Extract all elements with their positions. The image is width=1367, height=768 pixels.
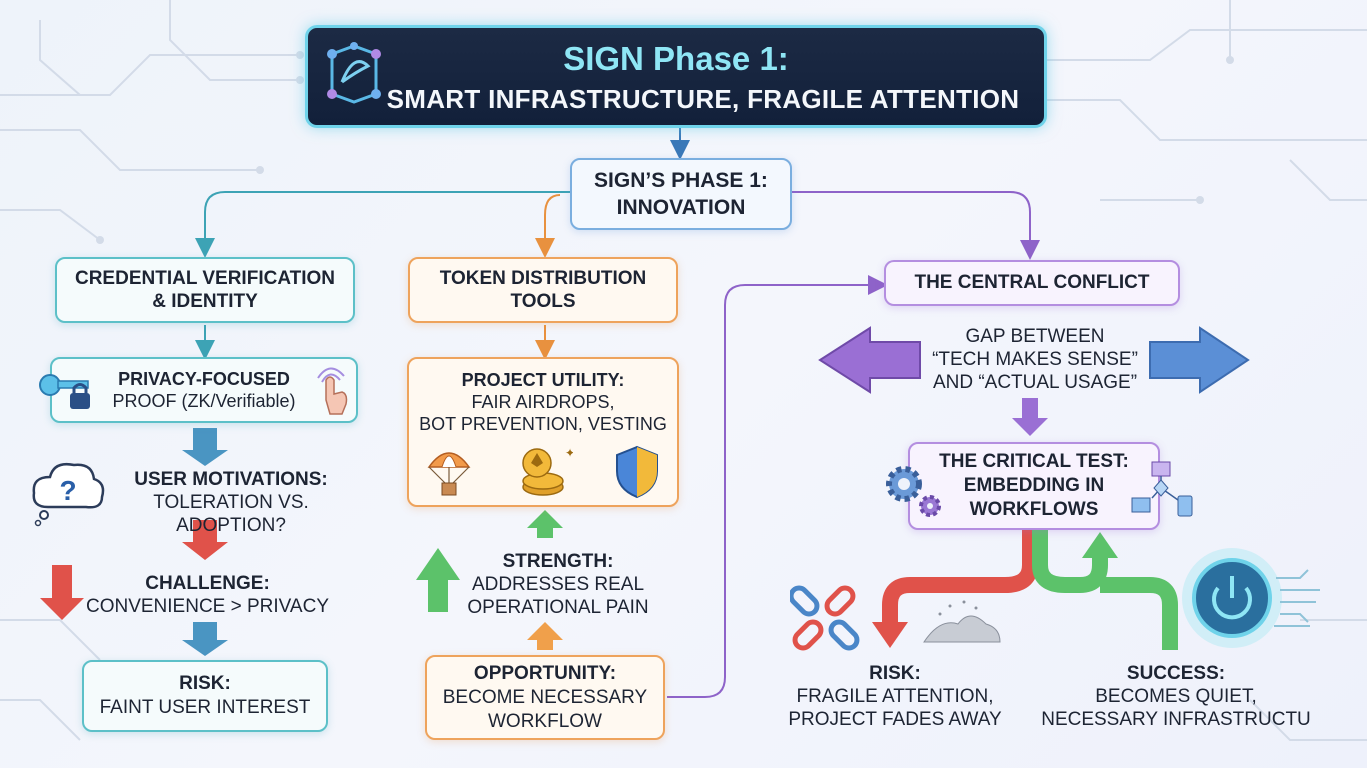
- coins-icon: ✦: [522, 446, 573, 496]
- workflow-icon: [1131, 461, 1193, 517]
- question-cloud-icon: ?: [32, 463, 105, 527]
- down-arrow-red-left: [40, 565, 84, 620]
- up-arrow-orange: [527, 622, 563, 650]
- network-logo-icon: [327, 42, 381, 104]
- test-line3: WORKFLOWS: [969, 499, 1099, 520]
- privacy-line2: PROOF (ZK/Verifiable): [112, 391, 296, 411]
- utility-line3: BOT PREVENTION, VESTING: [419, 414, 667, 434]
- left-arrow-purple: [818, 326, 921, 394]
- right-arrow-blue: [1149, 326, 1250, 394]
- motivations-line1: USER MOTIVATIONS:: [134, 469, 328, 490]
- opportunity-line1: OPPORTUNITY:: [473, 662, 617, 684]
- up-arrow-green-small: [527, 510, 563, 538]
- strength-line3: OPERATIONAL PAIN: [467, 597, 649, 618]
- credential-line1: CREDENTIAL VERIFICATION: [74, 268, 336, 289]
- token-distribution-box: TOKEN DISTRIBUTION TOOLS: [408, 257, 678, 323]
- motivations-line2: TOLERATION VS. ADOPTION?: [153, 492, 309, 536]
- privacy-line1: PRIVACY-FOCUSED: [118, 369, 290, 389]
- parachute-airdrop-icon: [427, 452, 471, 496]
- right-risk-line3: PROJECT FADES AWAY: [788, 709, 1002, 730]
- strength-line1: STRENGTH:: [502, 551, 614, 572]
- credential-line2: & IDENTITY: [152, 291, 258, 312]
- critical-test-box: THE CRITICAL TEST: EMBEDDING IN WORKFLOW…: [908, 442, 1160, 530]
- gears-icon: [886, 466, 941, 517]
- key-lock-icon: [39, 374, 90, 409]
- dust-pile-icon: [923, 600, 1001, 643]
- fork-arrows: [872, 530, 1178, 650]
- success-label: SUCCESS: BECOMES QUIET, NECESSARY INFRAS…: [1040, 662, 1312, 731]
- left-risk-line1: RISK:: [179, 673, 231, 694]
- phase-to-token-arrow: [535, 194, 561, 258]
- utility-line1: PROJECT UTILITY:: [461, 370, 625, 390]
- challenge-line2: CONVENIENCE > PRIVACY: [85, 596, 329, 617]
- title-line1: SIGN Phase 1:: [563, 40, 789, 77]
- down-arrow-blue-1: [182, 428, 228, 466]
- right-risk-line2: FRAGILE ATTENTION,: [796, 686, 994, 707]
- gap-line2: “TECH MAKES SENSE”: [932, 349, 1138, 370]
- project-utility-box: PROJECT UTILITY: FAIR AIRDROPS, BOT PREV…: [407, 357, 679, 507]
- success-line1: SUCCESS:: [1126, 663, 1226, 684]
- opportunity-box: OPPORTUNITY: BECOME NECESSARY WORKFLOW: [425, 655, 665, 740]
- token-line2: TOOLS: [510, 291, 576, 312]
- risk-faint-interest-box: RISK: FAINT USER INTEREST: [82, 660, 328, 732]
- phase-line2: INNOVATION: [616, 196, 746, 219]
- phase-to-conflict-arrow: [790, 191, 1040, 260]
- user-motivations-label: USER MOTIVATIONS: TOLERATION VS. ADOPTIO…: [100, 468, 362, 537]
- broken-chain-icon: [790, 585, 860, 651]
- token-line1: TOKEN DISTRIBUTION: [439, 268, 647, 289]
- privacy-proof-box: PRIVACY-FOCUSED PROOF (ZK/Verifiable): [50, 357, 358, 423]
- fingerprint-hand-icon: [317, 367, 348, 415]
- opportunity-to-conflict-connector: [667, 275, 888, 698]
- svg-text:✦: ✦: [565, 446, 573, 460]
- down-arrow-purple: [1012, 398, 1048, 436]
- credential-verification-box: CREDENTIAL VERIFICATION & IDENTITY: [55, 257, 355, 323]
- opportunity-line3: WORKFLOW: [488, 710, 602, 732]
- gap-line3: AND “ACTUAL USAGE”: [932, 372, 1138, 393]
- title-line2: SMART INFRASTRUCTURE, FRAGILE ATTENTION: [386, 84, 1020, 114]
- right-risk-line1: RISK:: [869, 663, 921, 684]
- up-arrow-green-left: [416, 548, 460, 612]
- phase-line1: SIGN’S PHASE 1:: [594, 169, 768, 192]
- title-banner: SIGN Phase 1: SMART INFRASTRUCTURE, FRAG…: [305, 25, 1047, 128]
- right-risk-label: RISK: FRAGILE ATTENTION, PROJECT FADES A…: [770, 662, 1020, 731]
- opportunity-line2: BECOME NECESSARY: [442, 686, 648, 708]
- phase-to-credential-arrow: [195, 191, 572, 258]
- left-risk-line2: FAINT USER INTEREST: [99, 697, 311, 718]
- central-conflict-box: THE CENTRAL CONFLICT: [884, 260, 1180, 306]
- challenge-label: CHALLENGE: CONVENIENCE > PRIVACY: [80, 572, 335, 618]
- challenge-line1: CHALLENGE:: [145, 573, 270, 594]
- svg-text:?: ?: [59, 475, 76, 506]
- shield-icon: [616, 445, 658, 499]
- success-line2: BECOMES QUIET,: [1095, 686, 1257, 707]
- success-line3: NECESSARY INFRASTRUCTU: [1041, 709, 1311, 730]
- down-arrow-red: [182, 520, 228, 560]
- conflict-header: THE CENTRAL CONFLICT: [914, 272, 1150, 293]
- strength-label: STRENGTH: ADDRESSES REAL OPERATIONAL PAI…: [458, 550, 658, 619]
- test-line2: EMBEDDING IN: [963, 475, 1105, 496]
- power-button-icon: [1182, 548, 1320, 648]
- test-line1: THE CRITICAL TEST:: [939, 451, 1129, 472]
- phase-box: SIGN’S PHASE 1: INNOVATION: [570, 158, 792, 230]
- gap-line1: GAP BETWEEN: [965, 326, 1105, 347]
- gap-label: GAP BETWEEN “TECH MAKES SENSE” AND “ACTU…: [920, 325, 1150, 394]
- down-arrow-blue-2: [182, 622, 228, 656]
- utility-line2: FAIR AIRDROPS,: [471, 392, 615, 412]
- utility-icons: ✦: [425, 443, 661, 499]
- strength-line2: ADDRESSES REAL: [471, 574, 645, 595]
